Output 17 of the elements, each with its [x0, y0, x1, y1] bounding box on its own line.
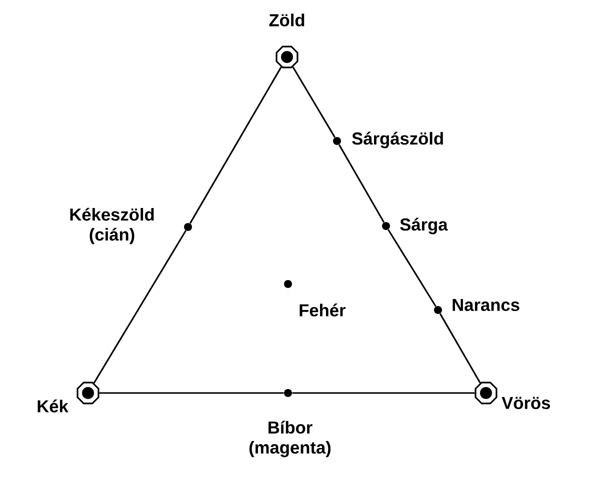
triangle-side [189, 66, 282, 224]
point-label: Vörös [502, 396, 550, 410]
triangle-side [99, 392, 284, 394]
triangle-side [292, 66, 336, 138]
point-label: Zöld [269, 14, 304, 26]
triangle-side [338, 144, 385, 223]
point-label: Narancs [452, 298, 520, 312]
triangle-side [292, 392, 475, 394]
point-label: Fehér [300, 304, 346, 316]
point-label: Sárgászöld [352, 132, 443, 148]
triangle-side [93, 230, 186, 384]
point-label: Kékeszöld (cián) [70, 208, 154, 244]
point-label: Kék [38, 400, 68, 412]
point-label: Sárga [400, 218, 448, 234]
point-label: Bíbor (magenta) [249, 420, 331, 458]
triangle-side [439, 313, 481, 384]
triangle-side [388, 229, 436, 307]
